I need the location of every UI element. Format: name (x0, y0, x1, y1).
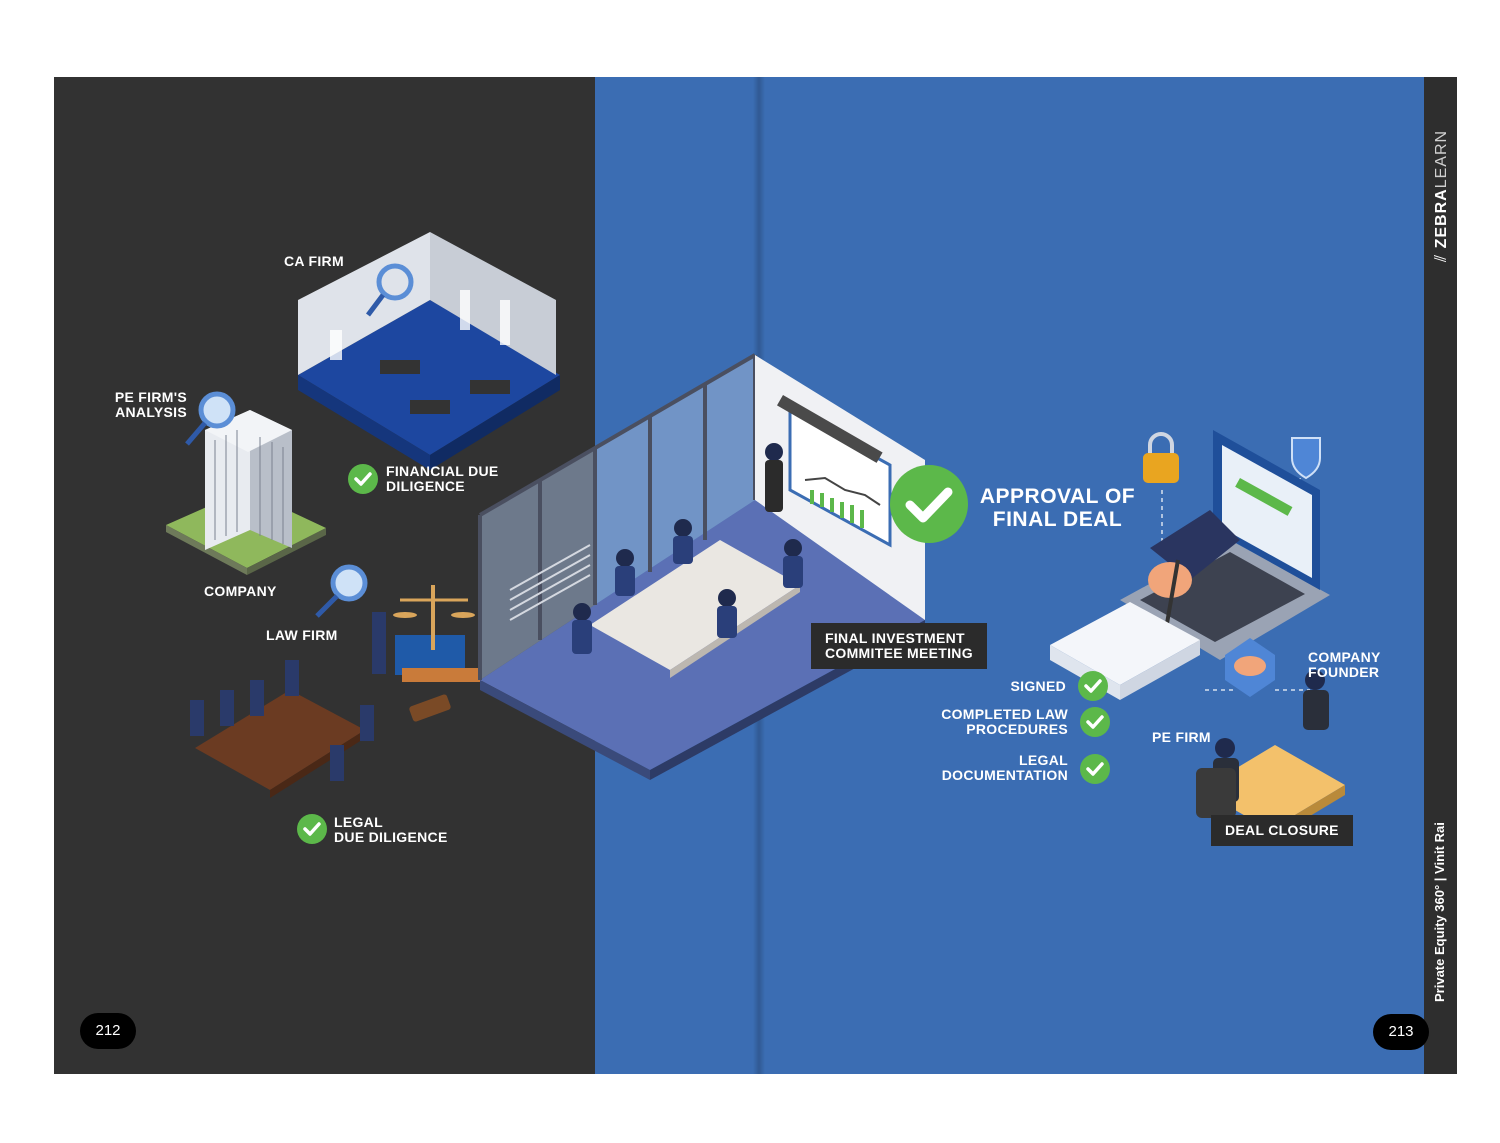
brand-light: LEARN (1433, 129, 1450, 189)
law-firm-label: LAW FIRM (266, 627, 338, 643)
ca-firm-office-illustration (298, 232, 560, 470)
book-footer: Private Equity 360° | Vinit Rai (1432, 822, 1447, 1002)
side-strip (1424, 77, 1457, 1074)
legal-documentation-label: LEGAL DOCUMENTATION (941, 752, 1068, 783)
zebra-stripes-icon: ⫽ (1433, 248, 1450, 262)
zebralearn-logo: ⫽ ZEBRALEARN (1433, 130, 1451, 262)
law-procedures-check-icon (1080, 707, 1110, 737)
company-founder-label: COMPANY FOUNDER (1308, 649, 1381, 680)
deal-closure-label: DEAL CLOSURE (1211, 815, 1353, 846)
approval-heading: APPROVAL OF FINAL DEAL (979, 485, 1136, 531)
company-building-illustration (166, 391, 326, 575)
final-investment-meeting-label: FINAL INVESTMENT COMMITEE MEETING (811, 623, 987, 669)
signed-label: SIGNED (1010, 678, 1066, 694)
documentation-check-icon (1080, 754, 1110, 784)
completed-law-label: COMPLETED LAW PROCEDURES (941, 706, 1068, 737)
pe-firm-analysis-label: PE FIRM'S ANALYSIS (114, 389, 187, 420)
page-number-left: 212 (80, 1013, 136, 1049)
pe-firm-label: PE FIRM (1152, 729, 1211, 745)
deal-signing-illustration (1050, 430, 1345, 840)
signed-check-icon (1078, 671, 1108, 701)
approval-check-icon (890, 465, 968, 543)
company-label: COMPANY (204, 583, 277, 599)
ca-firm-label: CA FIRM (284, 253, 344, 269)
legal-due-diligence-label: LEGAL DUE DILIGENCE (334, 814, 448, 845)
financial-check-icon (348, 464, 378, 494)
law-firm-illustration (190, 564, 482, 798)
brand-bold: ZEBRA (1433, 188, 1450, 249)
legal-check-icon (297, 814, 327, 844)
conference-room-illustration (478, 353, 925, 780)
financial-due-diligence-label: FINANCIAL DUE DILIGENCE (386, 463, 499, 494)
page-number-right: 213 (1373, 1014, 1429, 1050)
